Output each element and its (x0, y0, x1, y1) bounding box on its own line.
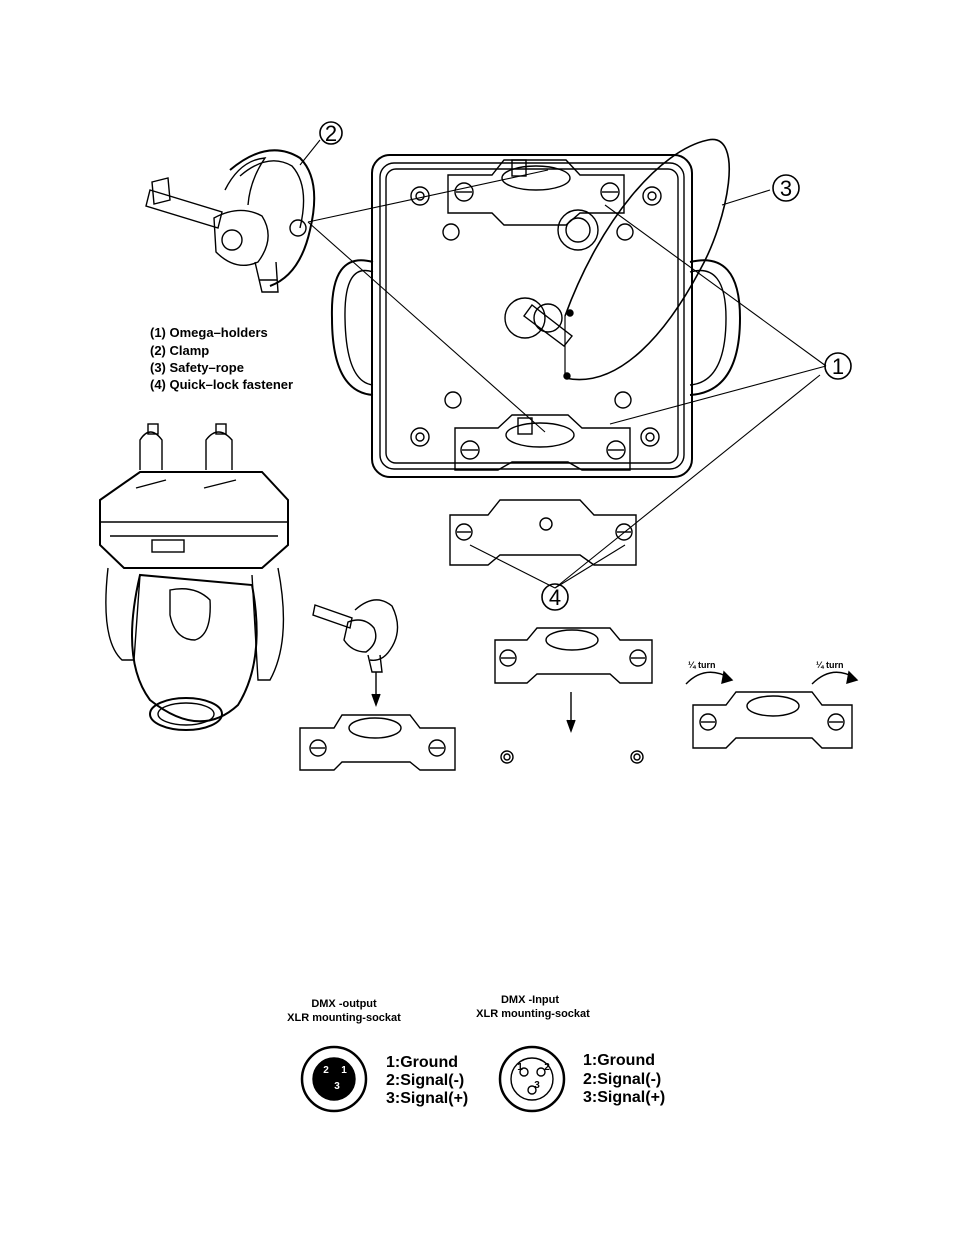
turn-label-left: ¼ turn (688, 660, 716, 670)
legend-item-2: (2) Clamp (150, 343, 209, 358)
clamp-to-fastener-step (300, 600, 455, 770)
legend-item-4: (4) Quick–lock fastener (150, 377, 293, 392)
callout-1: 1 (832, 354, 844, 379)
turn-label-right: ¼ turn (816, 660, 844, 670)
legend-item-3: (3) Safety–rope (150, 360, 244, 375)
clamp-illustration (146, 150, 314, 292)
legend: (1) Omega–holders (2) Clamp (3) Safety–r… (150, 325, 293, 392)
xlr-output-socket (302, 1047, 366, 1111)
dmx-input-pin-3-num: 3 (534, 1080, 540, 1091)
dmx-input-pin-3: 3:Signal(+) (583, 1089, 665, 1106)
callout-4: 4 (549, 585, 561, 610)
fixture-base-bottom-view (332, 139, 740, 477)
quarter-turn-step (686, 672, 857, 748)
dmx-output-pin-1-num: 1 (341, 1065, 347, 1076)
dmx-input-block: DMX -Input XLR mounting-sockat 1 2 3 1:G… (476, 994, 665, 1106)
dmx-input-pin-1-num: 1 (517, 1062, 523, 1073)
dmx-output-subtitle: XLR mounting-sockat (287, 1012, 401, 1024)
dmx-input-pin-1: 1:Ground (583, 1052, 655, 1069)
xlr-input-socket (500, 1047, 564, 1111)
dmx-input-pin-2-num: 2 (544, 1062, 550, 1073)
dmx-input-subtitle: XLR mounting-sockat (476, 1008, 590, 1020)
callout-3: 3 (780, 176, 792, 201)
dmx-output-pin-2-num: 2 (323, 1065, 329, 1076)
legend-item-1: (1) Omega–holders (150, 325, 268, 340)
dmx-input-title: DMX -Input (501, 994, 559, 1006)
dmx-input-pin-2: 2:Signal(-) (583, 1071, 661, 1088)
dmx-output-title: DMX -output (311, 998, 377, 1010)
leader-lines (300, 140, 826, 588)
moving-head-fixture (100, 424, 288, 730)
dmx-output-pin-3: 3:Signal(+) (386, 1090, 468, 1107)
quick-lock-fastener-step (450, 500, 652, 763)
dmx-output-pin-3-num: 3 (334, 1081, 340, 1092)
dmx-output-pin-2: 2:Signal(-) (386, 1072, 464, 1089)
callout-2: 2 (325, 121, 337, 146)
dmx-output-pin-1: 1:Ground (386, 1054, 458, 1071)
